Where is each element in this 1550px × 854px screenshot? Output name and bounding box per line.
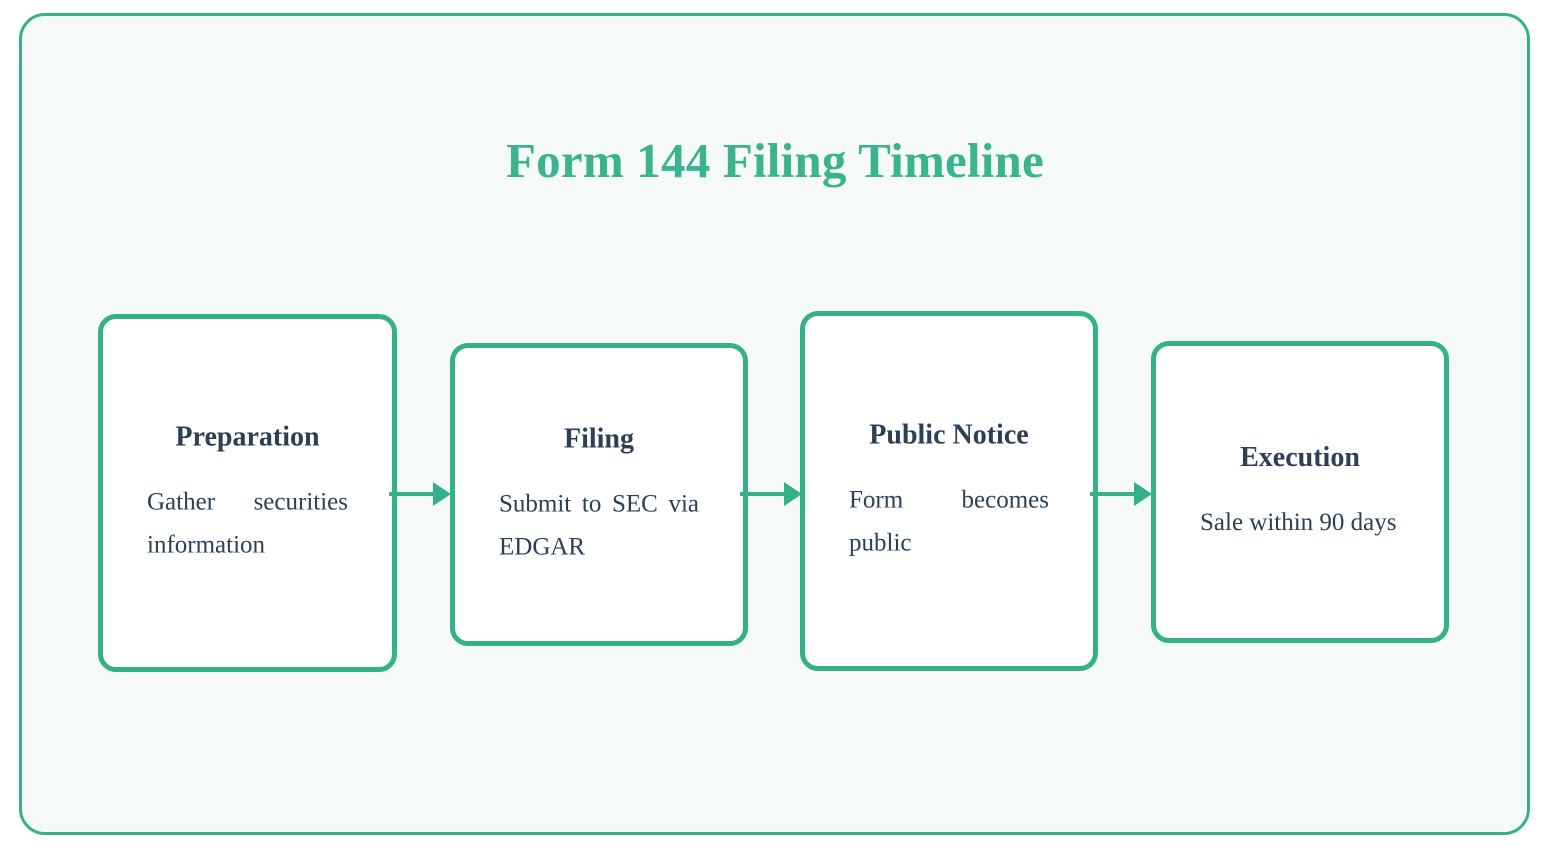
flow-node-description: Gather securities information bbox=[147, 488, 348, 559]
flow-node-filing[interactable]: Filing Submit to SEC via EDGAR bbox=[450, 343, 748, 646]
arrow-right-icon bbox=[1090, 482, 1152, 506]
flow-node-content: Preparation Gather securities informatio… bbox=[103, 420, 392, 567]
flow-node-content: Public Notice Form becomes public bbox=[805, 418, 1093, 565]
flow-node-content: Execution Sale within 90 days bbox=[1156, 440, 1444, 544]
flow-node-content: Filing Submit to SEC via EDGAR bbox=[455, 421, 743, 568]
flow-node-title: Public Notice bbox=[869, 419, 1029, 451]
arrow-shaft bbox=[1090, 492, 1136, 496]
arrow-right-icon bbox=[740, 482, 802, 506]
page-title: Form 144 Filing Timeline bbox=[506, 133, 1044, 188]
flow-node-title: Preparation bbox=[175, 421, 320, 453]
arrow-shaft bbox=[740, 492, 786, 496]
flow-node-description: Form becomes public bbox=[849, 486, 1049, 557]
flow-node-title: Execution bbox=[1240, 442, 1360, 473]
flow-node-description: Sale within 90 days bbox=[1200, 509, 1397, 536]
arrow-head bbox=[433, 482, 451, 506]
flow-node-preparation[interactable]: Preparation Gather securities informatio… bbox=[98, 314, 397, 672]
arrow-shaft bbox=[389, 492, 435, 496]
arrow-head bbox=[784, 482, 802, 506]
flow-node-execution[interactable]: Execution Sale within 90 days bbox=[1151, 341, 1449, 643]
flow-node-public-notice[interactable]: Public Notice Form becomes public bbox=[800, 311, 1098, 671]
flow-node-description: Submit to SEC via EDGAR bbox=[499, 490, 699, 560]
flow-node-title: Filing bbox=[563, 423, 634, 454]
arrow-right-icon bbox=[389, 482, 451, 506]
arrow-head bbox=[1134, 482, 1152, 506]
